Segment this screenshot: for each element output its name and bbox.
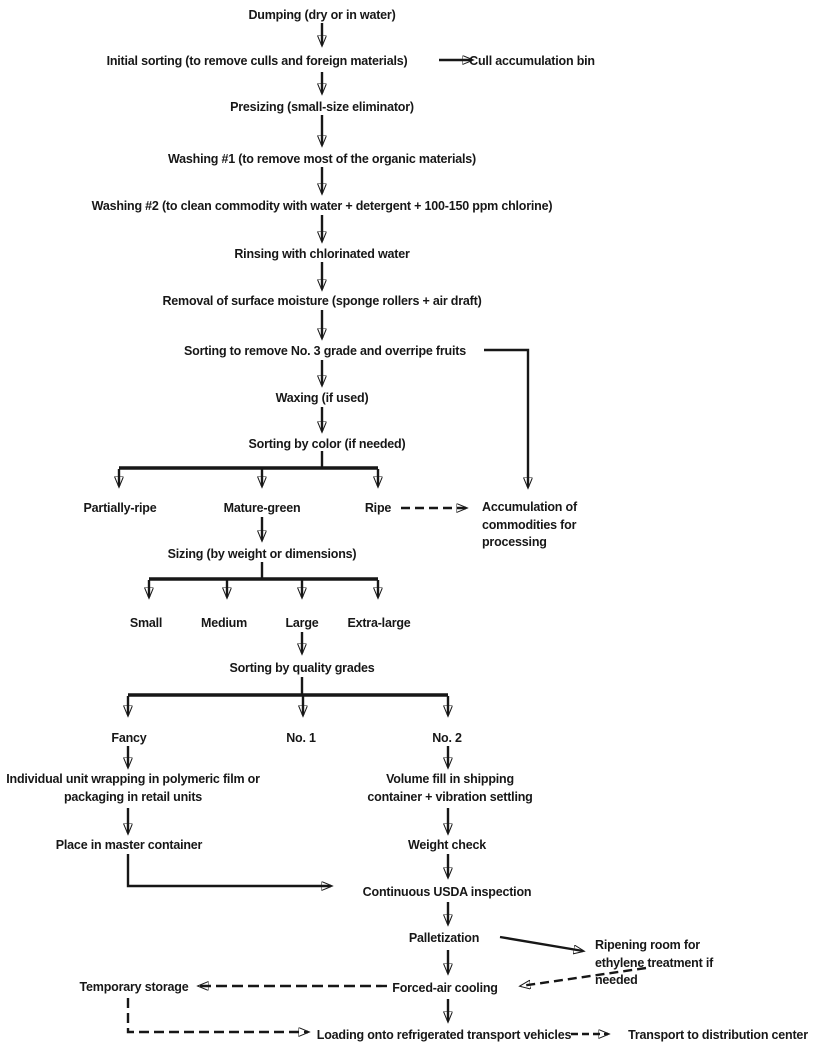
node-ripening-room: Ripening room for ethylene treatment if …	[595, 938, 714, 987]
node-medium: Medium	[200, 616, 248, 630]
node-sizing: Sizing (by weight or dimensions)	[167, 547, 357, 561]
elbow-sortno3-to-accumulation	[484, 348, 528, 487]
node-weight-check: Weight check	[408, 838, 486, 852]
node-washing-1: Washing #1 (to remove most of the organi…	[168, 152, 476, 166]
node-presizing: Presizing (small-size eliminator)	[230, 100, 414, 114]
node-moisture-removal: Removal of surface moisture (sponge roll…	[162, 294, 482, 308]
node-no2: No. 2	[432, 731, 462, 745]
node-sorting-no3: Sorting to remove No. 3 grade and overri…	[184, 344, 466, 358]
node-extra-large: Extra-large	[347, 616, 411, 630]
node-volume-fill: Volume fill in shipping container + vibr…	[367, 772, 533, 804]
node-sorting-color: Sorting by color (if needed)	[248, 437, 406, 451]
node-unit-wrapping: Individual unit wrapping in polymeric fi…	[6, 772, 260, 804]
node-forced-air: Forced-air cooling	[392, 981, 498, 995]
node-mature-green: Mature-green	[223, 501, 301, 515]
node-rinsing: Rinsing with chlorinated water	[234, 247, 410, 261]
node-small: Small	[129, 616, 163, 630]
node-large: Large	[285, 616, 319, 630]
node-cull-bin: Cull accumulation bin	[469, 54, 595, 68]
dashed-temporary-to-loading	[126, 998, 308, 1032]
dashed-ripening-to-forcedair	[521, 966, 647, 986]
node-waxing: Waxing (if used)	[275, 391, 369, 405]
node-accumulation: Accumulation of commodities for processi…	[482, 500, 577, 549]
node-master-container: Place in master container	[55, 838, 203, 852]
node-fancy: Fancy	[111, 731, 147, 745]
node-loading: Loading onto refrigerated transport vehi…	[316, 1028, 572, 1042]
node-palletization: Palletization	[408, 931, 480, 945]
node-partially-ripe: Partially-ripe	[83, 501, 157, 515]
node-ripe: Ripe	[364, 501, 392, 515]
node-washing-2: Washing #2 (to clean commodity with wate…	[91, 199, 553, 213]
node-usda-inspection: Continuous USDA inspection	[362, 885, 532, 899]
node-no1: No. 1	[286, 731, 316, 745]
elbow-master-to-usda	[126, 854, 331, 886]
node-sorting-quality: Sorting by quality grades	[229, 661, 375, 675]
arrow-palletization-to-ripening	[499, 935, 583, 951]
node-temporary-storage: Temporary storage	[79, 980, 189, 994]
node-dumping: Dumping (dry or in water)	[248, 8, 396, 22]
node-transport: Transport to distribution center	[628, 1028, 808, 1042]
node-initial-sorting: Initial sorting (to remove culls and for…	[106, 54, 408, 68]
